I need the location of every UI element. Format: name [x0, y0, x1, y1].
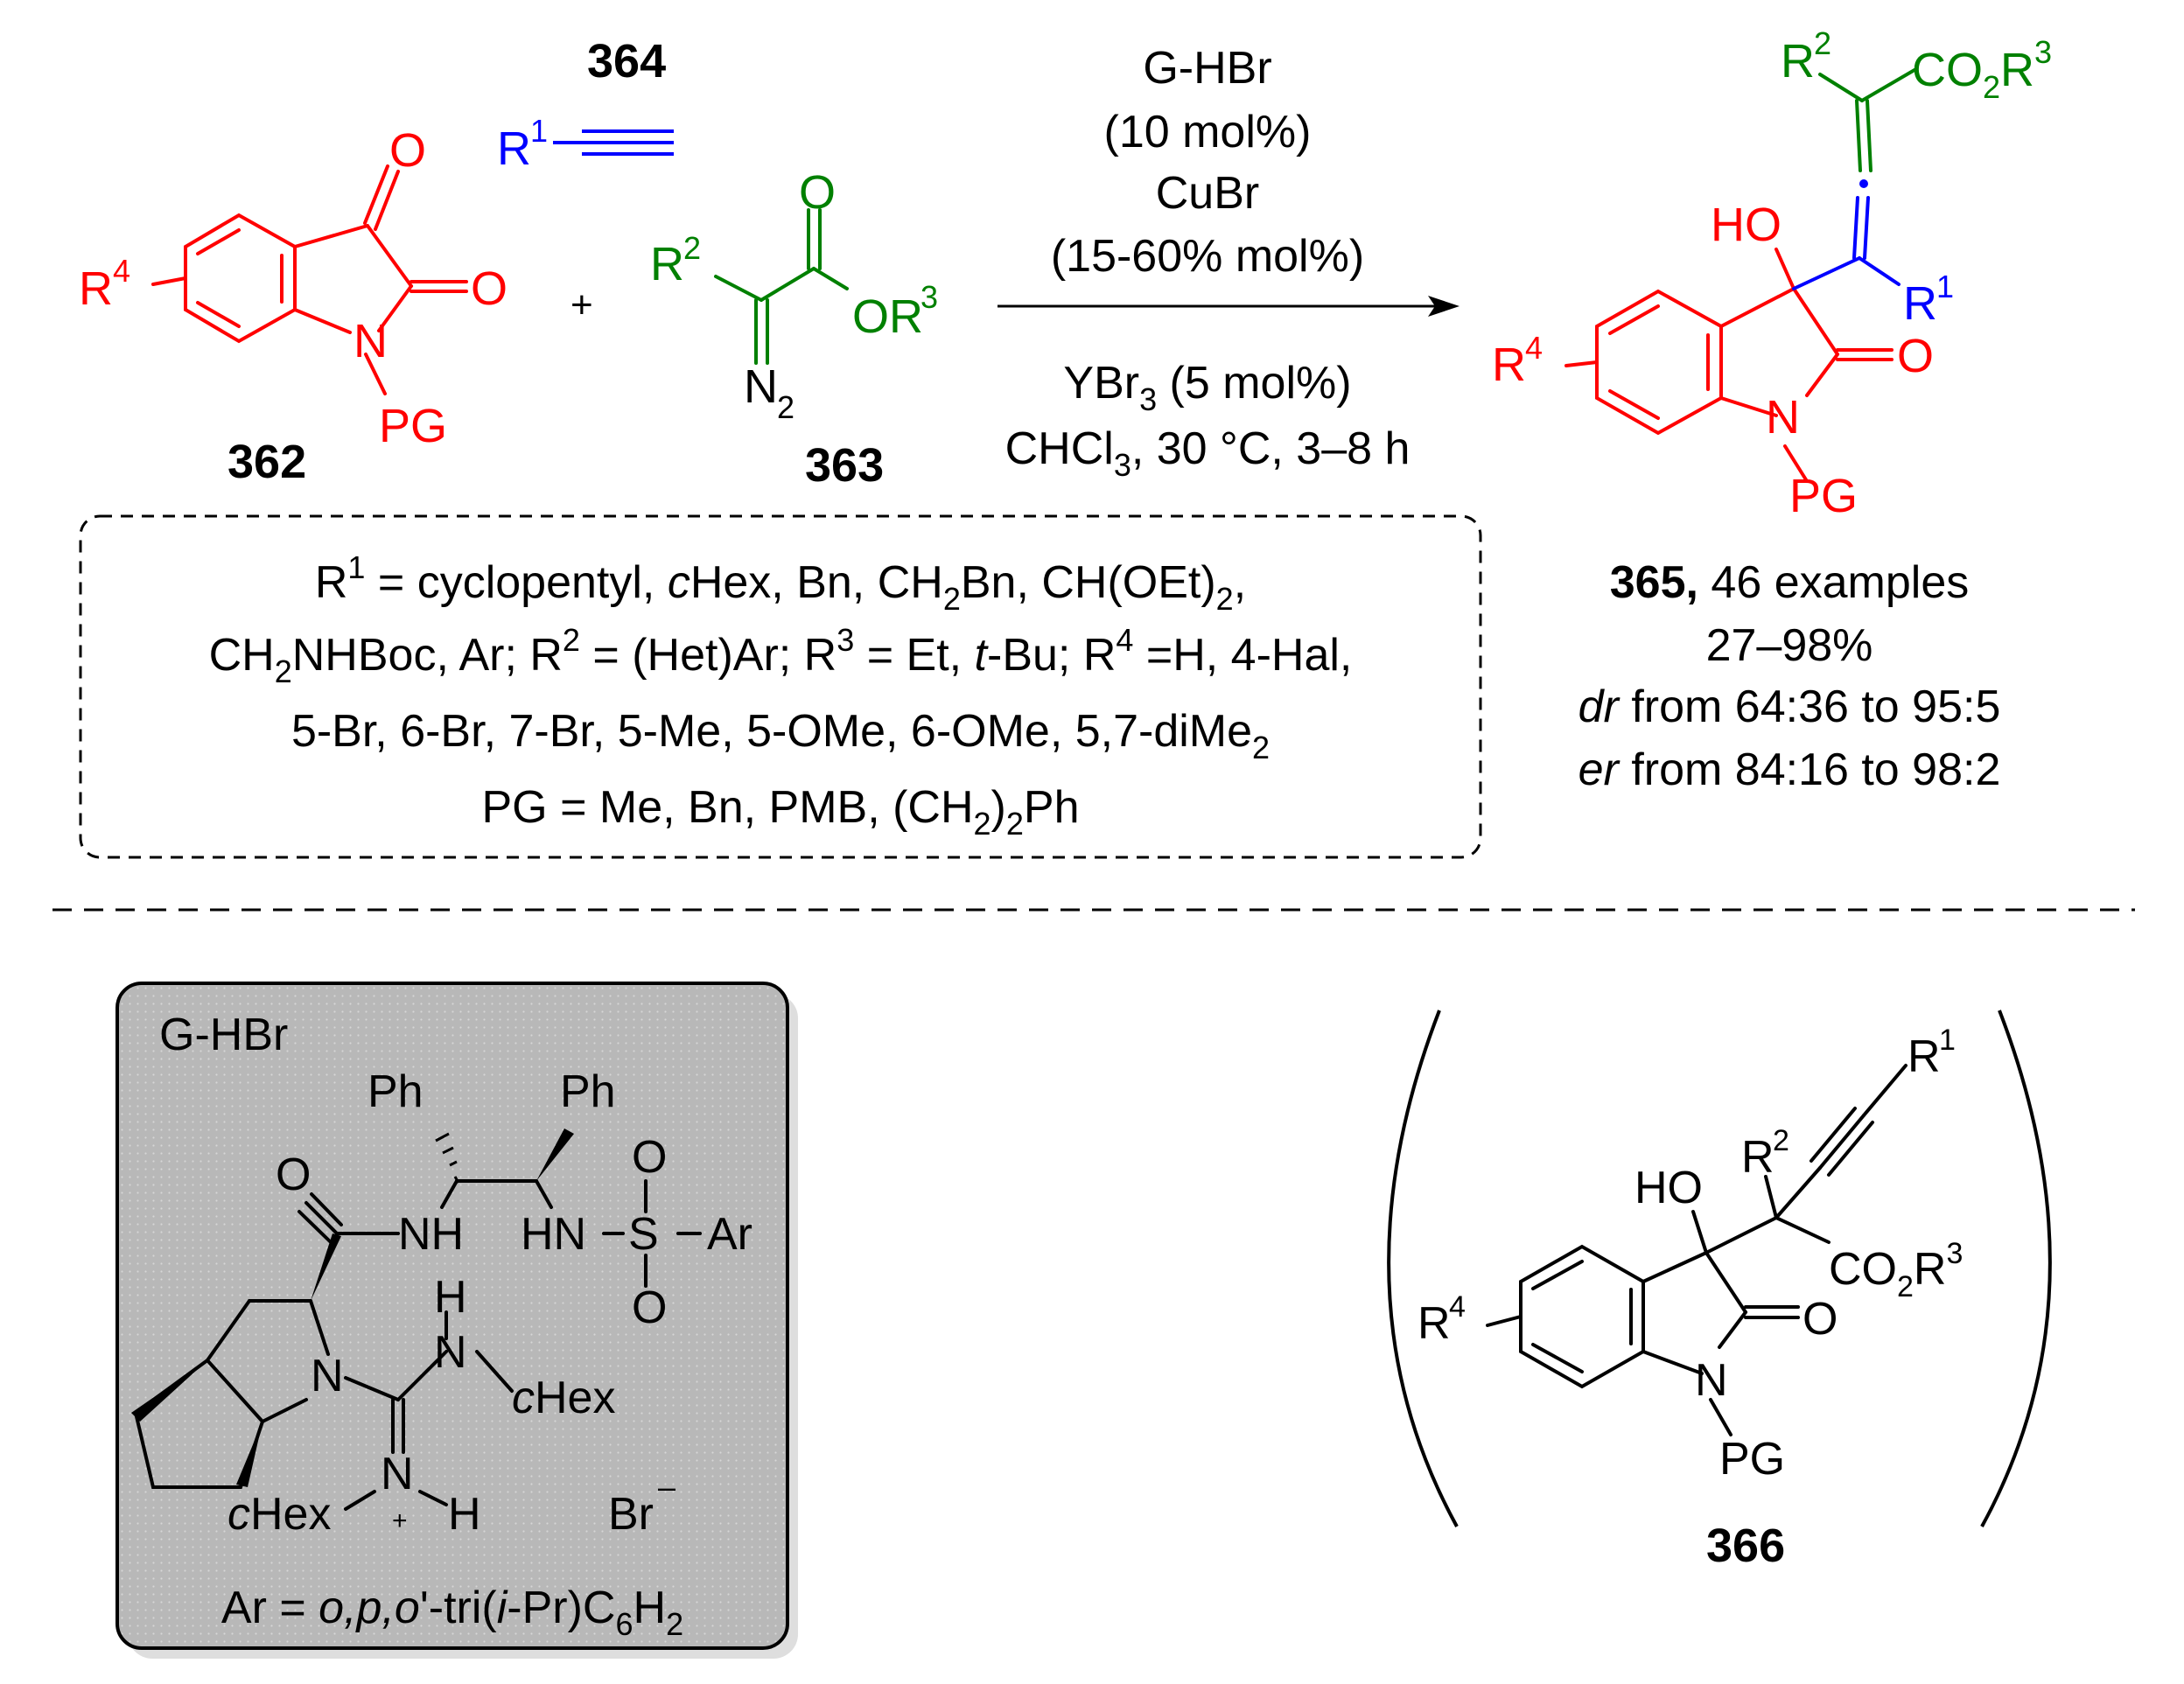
o-atom-1: O: [389, 124, 426, 177]
n-atom-366: N: [1695, 1355, 1728, 1406]
r4-sup: 4: [113, 253, 130, 289]
yield-line: 27–98%: [1706, 620, 1873, 671]
compound-365: R 2 CO2R3 HO R 1 O N PG R 4: [1492, 25, 2052, 522]
chex-label-2: cHex: [228, 1489, 331, 1540]
o-atom-sulfonyl-1: O: [632, 1132, 667, 1183]
r1-label: R: [497, 122, 531, 175]
plus-sign: +: [570, 283, 593, 326]
r1-sup-366: 1: [1939, 1024, 1956, 1057]
o-atom-2: O: [471, 262, 508, 315]
bromide-label: Br: [608, 1489, 654, 1540]
r2-label-366: R: [1741, 1132, 1774, 1183]
examples-line: 365, 46 examples: [1610, 557, 1970, 608]
product-results: 365, 46 examples 27–98% dr from 64:36 to…: [1578, 557, 2001, 795]
n-atom-guanidine-1: N: [434, 1327, 467, 1378]
compound-number-364: 364: [587, 35, 666, 87]
scope-line-4: PG = Me, Bn, PMB, (CH2)2Ph: [481, 782, 1079, 842]
o-atom-carbonyl: O: [799, 166, 836, 219]
scope-line-3: 5-Br, 6-Br, 7-Br, 5-Me, 5-OMe, 6-OMe, 5,…: [291, 706, 1270, 765]
r4-label: R: [79, 262, 113, 315]
o-atom-sulfonyl-2: O: [632, 1282, 667, 1333]
er-line: er from 84:16 to 98:2: [1578, 744, 2001, 795]
r1-label-366: R: [1908, 1031, 1941, 1082]
h-label-1: H: [434, 1272, 467, 1323]
or3-label: OR: [852, 290, 923, 343]
catalyst-box: G-HBr: [116, 982, 798, 1659]
catalyst-title: G-HBr: [159, 1010, 288, 1060]
ho-label-366: HO: [1634, 1163, 1703, 1213]
o-atom-product: O: [1897, 330, 1934, 382]
compound-363: O R 2 OR 3 N 2 363: [650, 166, 938, 492]
left-parenthesis: [1387, 1010, 1459, 1527]
dr-line: dr from 64:36 to 95:5: [1578, 681, 2001, 732]
r1-label-product: R: [1903, 277, 1937, 330]
r2-label: R: [650, 238, 684, 290]
ar-label: Ar: [707, 1209, 752, 1260]
n-atom-guanidine-2: N: [381, 1449, 414, 1499]
s-atom: S: [628, 1209, 659, 1260]
condition-line-6: CHCl3, 30 °C, 3–8 h: [1005, 423, 1410, 483]
r1-sup: 1: [530, 113, 548, 149]
n-atom-product: N: [1766, 391, 1800, 444]
compound-362: O O N PG R 4 362: [79, 124, 508, 488]
r4-sup-product: 4: [1525, 330, 1543, 366]
compound-number-366: 366: [1706, 1520, 1785, 1572]
o-atom-amide: O: [276, 1149, 311, 1200]
compound-366: HO R 2 R 1 CO2R3 O N PG R 4 366: [1387, 1010, 2052, 1572]
scope-line-1: R1 = cyclopentyl, cHex, Bn, CH2Bn, CH(OE…: [315, 549, 1246, 617]
ho-label: HO: [1711, 199, 1782, 251]
hn-label: HN: [521, 1209, 586, 1260]
condition-line-1: G-HBr: [1143, 43, 1271, 94]
pg-label-product: PG: [1789, 470, 1858, 522]
r1-sup-product: 1: [1936, 269, 1954, 304]
r4-label-366: R: [1418, 1298, 1451, 1349]
scope-line-2: CH2NHBoc, Ar; R2 = (Het)Ar; R3 = Et, t-B…: [209, 622, 1353, 689]
r2-label-product: R: [1781, 35, 1815, 87]
condition-line-2: (10 mol%): [1104, 107, 1312, 157]
compound-number-362: 362: [228, 436, 306, 488]
allene-center-dot: [1859, 179, 1868, 188]
compound-364: 364 R 1: [497, 35, 674, 175]
arrow-head: [1428, 296, 1460, 317]
n-atom: N: [354, 315, 388, 367]
ph-label-1: Ph: [368, 1066, 424, 1117]
r4-label-product: R: [1492, 339, 1526, 391]
nh-label: NH: [398, 1209, 464, 1260]
ph-label-2: Ph: [560, 1066, 616, 1117]
h-label-2: H: [448, 1489, 481, 1540]
reaction-conditions: G-HBr (10 mol%) CuBr (15-60% mol%) YBr3 …: [998, 43, 1460, 483]
condition-line-4: (15-60% mol%): [1051, 231, 1364, 282]
pg-label: PG: [379, 400, 447, 452]
r4-sup-366: 4: [1449, 1290, 1466, 1324]
chex-label-1: cHex: [512, 1373, 615, 1423]
right-parenthesis: [1980, 1010, 2052, 1527]
n2-label: N: [744, 360, 778, 413]
or3-sup: 3: [920, 279, 938, 315]
r2-sup: 2: [683, 230, 701, 266]
co2r3-label: CO2R3: [1912, 34, 2052, 105]
co2r3-label-366: CO2R3: [1829, 1237, 1963, 1303]
minus-charge: –: [658, 1469, 676, 1505]
plus-charge: +: [392, 1506, 408, 1535]
ar-definition: Ar = o,p,o'-tri(i-Pr)C6H2: [221, 1583, 683, 1642]
o-atom-366: O: [1802, 1294, 1838, 1345]
r2-sup-366: 2: [1773, 1124, 1789, 1157]
condition-line-3: CuBr: [1156, 168, 1259, 219]
pg-label-366: PG: [1719, 1434, 1785, 1485]
compound-number-363: 363: [805, 439, 884, 492]
condition-line-5: YBr3 (5 mol%): [1063, 358, 1351, 417]
scope-box: R1 = cyclopentyl, cHex, Bn, CH2Bn, CH(OE…: [79, 514, 1482, 859]
r2-sup-product: 2: [1814, 25, 1831, 61]
n2-sub: 2: [777, 389, 794, 425]
n-atom-pyrrolidine: N: [311, 1351, 344, 1401]
